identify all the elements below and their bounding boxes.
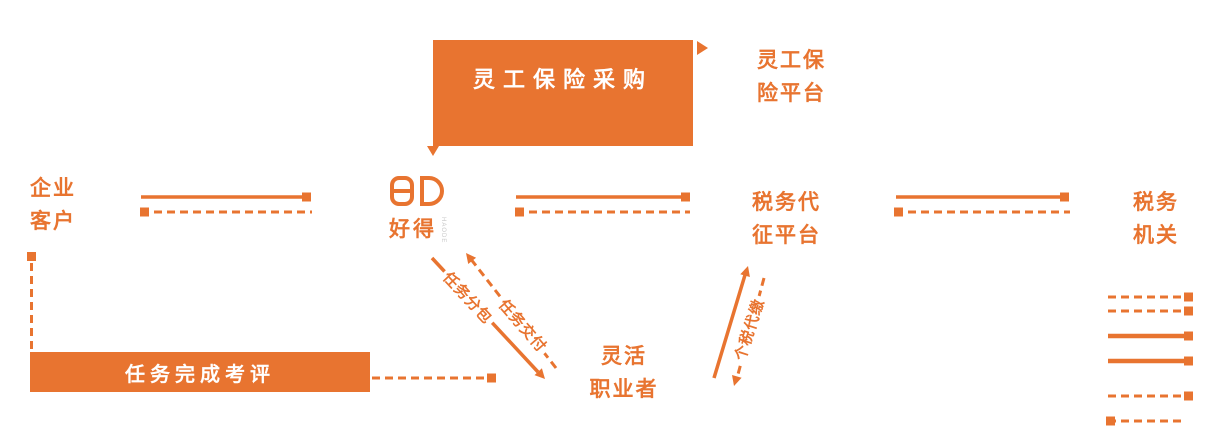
node-tax-authority: 税务 机关 xyxy=(1133,186,1179,252)
brand-logo: 好得 HAODE xyxy=(386,176,450,243)
flow-taxplatform-taxauthority xyxy=(894,192,1070,217)
worker-taxplatform-diagonals xyxy=(712,266,766,386)
brand-latin: HAODE xyxy=(440,216,446,243)
node-enterprise-customer: 企业 客户 xyxy=(30,172,76,238)
brand-monogram-icon xyxy=(390,176,444,206)
node-label-line: 机关 xyxy=(1133,224,1179,247)
task-review-box: 任务完成考评 xyxy=(30,352,370,392)
node-label-line: 险平台 xyxy=(757,82,826,105)
node-label-line: 征平台 xyxy=(752,224,821,247)
insurance-purchase-label: 灵工保险采购 xyxy=(472,67,653,92)
node-label-line: 税务 xyxy=(1133,191,1179,214)
node-label-line: 税务代 xyxy=(752,191,821,214)
brand-name: 好得 xyxy=(389,218,437,241)
node-flexible-worker: 灵活 职业者 xyxy=(582,340,666,406)
node-label-line: 灵工保 xyxy=(757,49,826,72)
task-review-label: 任务完成考评 xyxy=(125,363,275,386)
node-label-line: 职业者 xyxy=(589,378,659,401)
insurance-purchase-box: 灵工保险采购 xyxy=(433,40,693,146)
flow-brand-taxplatform xyxy=(515,192,690,217)
node-insurance-platform: 灵工保 险平台 xyxy=(757,44,826,110)
enterprise-review-connector xyxy=(27,252,36,352)
flow-enterprise-brand xyxy=(140,192,312,217)
review-worker-connector xyxy=(372,373,496,383)
node-label-line: 客户 xyxy=(30,210,76,233)
node-label-line: 企业 xyxy=(30,177,76,200)
insurance-box-arrows xyxy=(427,41,708,156)
node-label-line: 灵活 xyxy=(601,345,647,368)
node-tax-collection-platform: 税务代 征平台 xyxy=(752,186,821,252)
flow-stub-lines xyxy=(1106,292,1193,426)
